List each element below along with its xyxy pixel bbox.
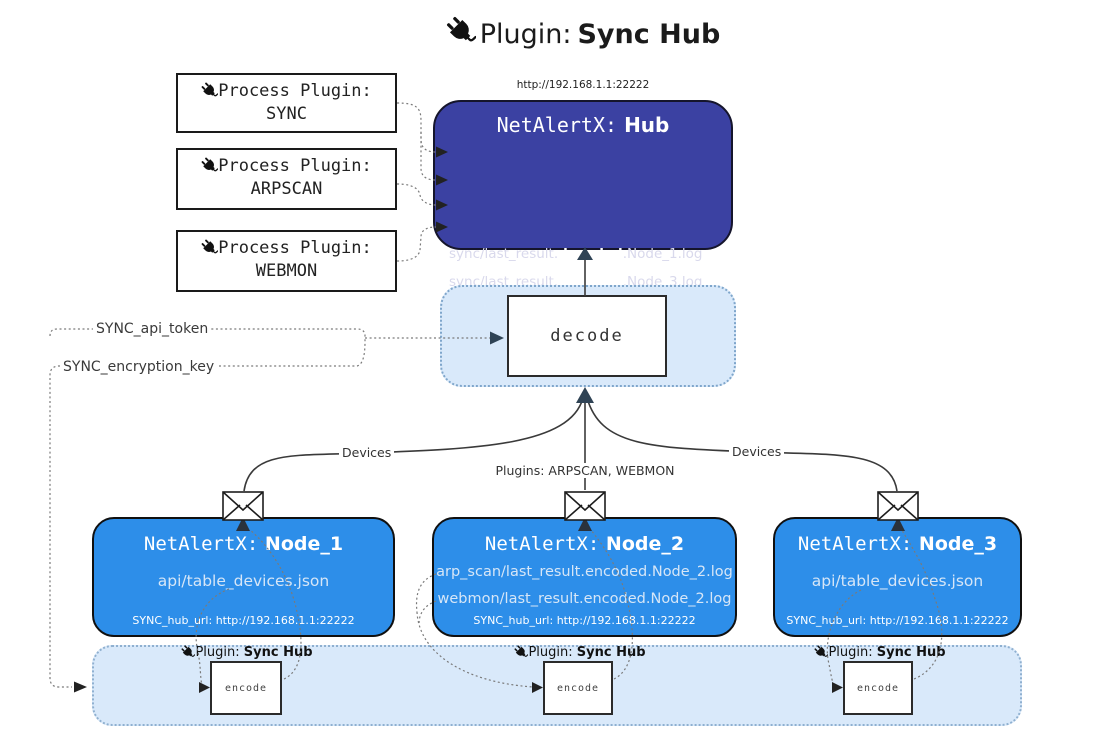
node-box-node2: NetAlertX:Node_2 arp_scan/last_result.en… <box>432 517 737 637</box>
envelope-icon-node3 <box>877 491 919 521</box>
edge-sync-to-hub-1 <box>396 102 437 153</box>
diagram-title: Plugin:Sync Hub <box>433 16 733 50</box>
node-file: api/table_devices.json <box>157 572 330 590</box>
edge-webmon-to-hub <box>396 226 437 262</box>
hub-box: NetAlertX:Hub sync/last_result.decoded.N… <box>433 100 733 337</box>
node-hub-url: SYNC_hub_url: http://192.168.1.1:22222 <box>786 614 1009 627</box>
title-plugin-name: Sync Hub <box>577 19 721 50</box>
hub-title: NetAlertX:Hub <box>435 113 731 137</box>
encode-box: encode <box>210 661 282 715</box>
process-plugin-name: WEBMON <box>255 261 318 281</box>
plug-icon <box>446 16 476 46</box>
encoder-label: Plugin: Sync Hub <box>167 645 327 660</box>
node-file: api/table_devices.json <box>811 572 984 590</box>
node-box-node1: NetAlertX:Node_1 api/table_devices.json … <box>92 517 395 637</box>
plug-icon <box>181 645 195 659</box>
node-title: NetAlertX:Node_1 <box>143 533 344 555</box>
hub-url: http://192.168.1.1:22222 <box>516 79 650 91</box>
encoder-label: Plugin: Sync Hub <box>500 645 660 660</box>
edge-label-plugins: Plugins: ARPSCAN, WEBMON <box>482 463 688 478</box>
node-file: webmon/last_result.encoded.Node_2.log <box>437 591 732 607</box>
plug-icon <box>201 157 218 174</box>
process-plugin-box-sync: Process Plugin: SYNC <box>176 73 397 133</box>
plug-icon <box>514 645 528 659</box>
process-plugin-box-arpscan: Process Plugin: ARPSCAN <box>176 148 397 210</box>
node-title: NetAlertX:Node_3 <box>797 533 998 555</box>
edge-arpscan-to-hub <box>396 183 437 206</box>
arrowhead-encode-panel <box>74 681 87 693</box>
hub-name: Hub <box>624 113 670 137</box>
encoder-label: Plugin: Sync Hub <box>800 645 960 660</box>
edge-label-devices-left: Devices <box>339 445 395 460</box>
setting-api-token: SYNC_api_token <box>93 321 212 337</box>
process-plugin-box-webmon: Process Plugin: WEBMON <box>176 230 397 292</box>
encode-box: encode <box>543 661 613 715</box>
process-plugin-label: Process Plugin: <box>218 81 372 101</box>
setting-encryption-key: SYNC_encryption_key <box>60 359 218 375</box>
node-file: arp_scan/last_result.encoded.Node_2.log <box>436 564 733 580</box>
process-plugin-label: Process Plugin: <box>218 238 372 258</box>
envelope-icon-node2 <box>564 491 606 521</box>
node-title: NetAlertX:Node_2 <box>484 533 685 555</box>
node-box-node3: NetAlertX:Node_3 api/table_devices.json … <box>773 517 1022 637</box>
node-hub-url: SYNC_hub_url: http://192.168.1.1:22222 <box>132 614 355 627</box>
edge-label-devices-right: Devices <box>729 444 785 459</box>
arrowhead-decode-bottom <box>576 387 594 403</box>
envelope-icons <box>222 491 919 521</box>
title-prefix: Plugin: <box>479 19 572 50</box>
process-plugin-label: Process Plugin: <box>218 156 372 176</box>
process-plugin-name: SYNC <box>266 104 307 124</box>
plug-icon <box>201 82 218 99</box>
node-hub-url: SYNC_hub_url: http://192.168.1.1:22222 <box>473 614 696 627</box>
decode-box: decode <box>507 295 667 377</box>
hub-app: NetAlertX: <box>496 113 618 137</box>
plug-icon <box>201 239 218 256</box>
plug-icon <box>814 645 828 659</box>
hub-log-file: sync/last_result.decoded.Node_1.log <box>449 246 703 262</box>
process-plugin-name: ARPSCAN <box>250 179 323 199</box>
envelope-icon-node1 <box>222 491 264 521</box>
encode-box: encode <box>843 661 913 715</box>
